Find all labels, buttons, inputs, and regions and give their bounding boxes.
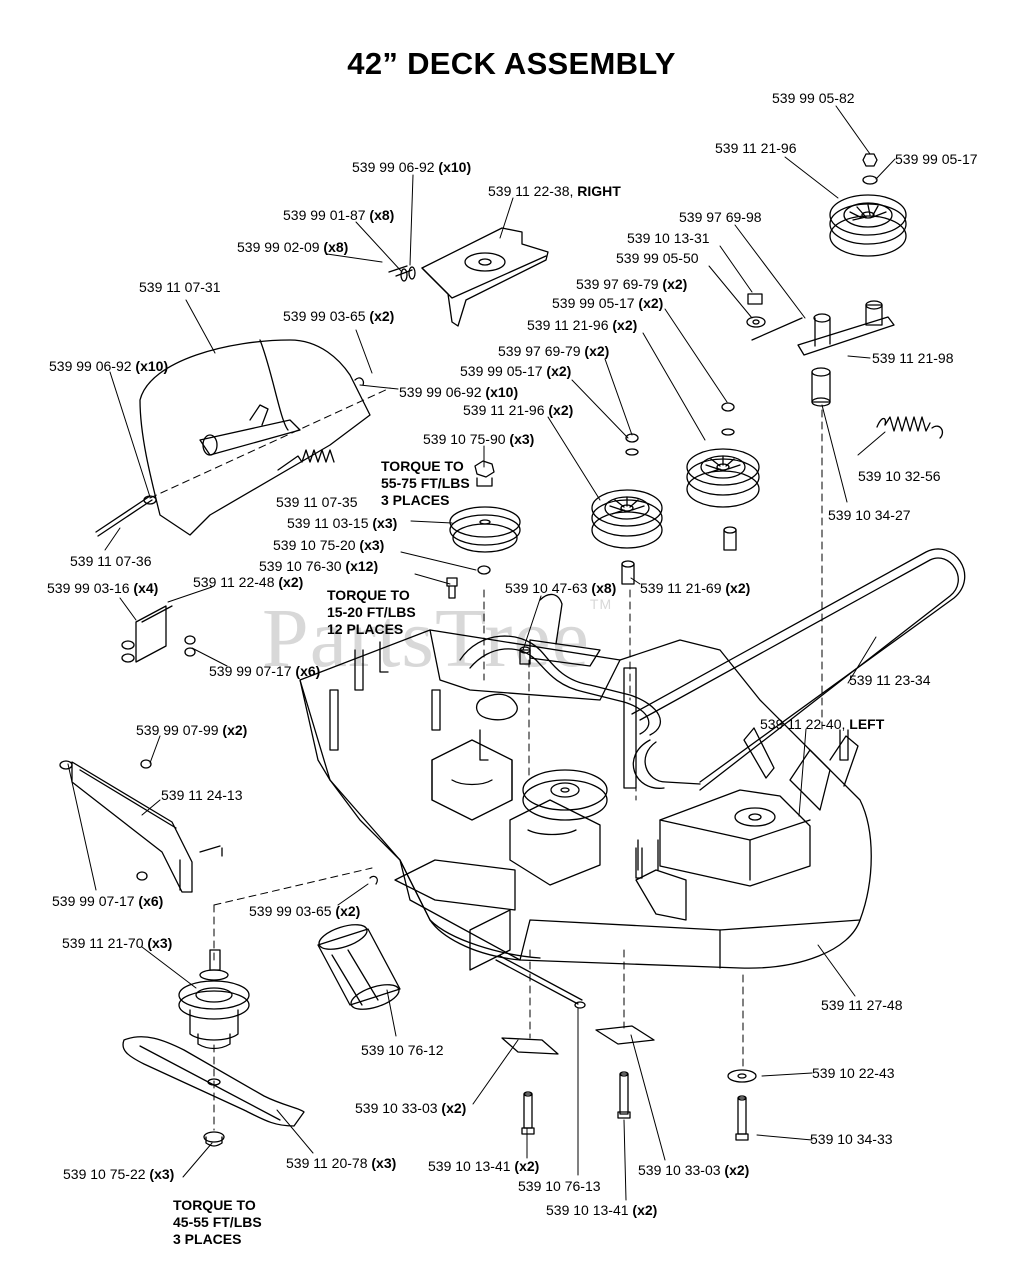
discharge-chute (139, 339, 371, 536)
deck-pulley-left (591, 433, 663, 585)
callout-539-11-03-15: 539 11 03-15 (x3) (287, 515, 398, 531)
chute-spring (277, 449, 335, 471)
callout-539-11-22-48: 539 11 22-48 (x2) (193, 574, 304, 590)
callout-539-99-03-65-lower: 539 99 03-65 (x2) (249, 903, 361, 919)
pivot-plate-right (595, 1025, 655, 1045)
callout-539-99-03-65-top: 539 99 03-65 (x2) (283, 308, 395, 324)
anti-scalp-roller (317, 924, 401, 1010)
mower-deck (299, 593, 872, 971)
callout-539-10-75-20: 539 10 75-20 (x3) (273, 537, 385, 553)
callout-539-11-22-40-left: 539 11 22-40, LEFT (760, 716, 885, 732)
watermark-tm: TM (589, 596, 613, 612)
chute-rod (95, 495, 157, 537)
callout-539-10-13-31: 539 10 13-31 (627, 230, 710, 246)
callout-539-11-07-31: 539 11 07-31 (139, 279, 221, 295)
callout-539-10-13-41-upper: 539 10 13-41 (x2) (428, 1158, 540, 1174)
callout-539-99-01-87: 539 99 01-87 (x8) (283, 207, 395, 223)
callout-539-99-07-99: 539 99 07-99 (x2) (136, 722, 248, 738)
callout-539-10-33-03-right: 539 10 33-03 (x2) (638, 1162, 750, 1178)
watermark: PartsTreeTM (262, 590, 612, 687)
callout-539-99-05-17-lower: 539 99 05-17 (x2) (460, 363, 572, 379)
callout-539-11-21-96: 539 11 21-96 (715, 140, 797, 156)
callout-539-99-05-82: 539 99 05-82 (772, 90, 855, 106)
callout-539-99-02-09: 539 99 02-09 (x8) (237, 239, 349, 255)
callout-539-97-69-79-upper: 539 97 69-79 (x2) (576, 276, 688, 292)
callout-539-10-75-90: 539 10 75-90 (x3) (423, 431, 535, 447)
diagram-title: 42” DECK ASSEMBLY (347, 46, 676, 81)
callout-539-11-21-96-lower: 539 11 21-96 (x2) (463, 402, 574, 418)
rear-washer (727, 1069, 757, 1083)
assembly-lines (149, 387, 823, 1131)
callout-539-99-03-16: 539 99 03-16 (x4) (47, 580, 159, 596)
callout-539-11-21-96-upper: 539 11 21-96 (x2) (527, 317, 638, 333)
callout-539-99-06-92-left: 539 99 06-92 (x10) (49, 358, 169, 374)
leader-lines (67, 105, 896, 1201)
center-pulley (449, 460, 521, 575)
callout-539-11-21-69: 539 11 21-69 (x2) (640, 580, 751, 596)
callout-539-10-76-13: 539 10 76-13 (518, 1178, 601, 1194)
callout-539-97-69-98: 539 97 69-98 (679, 209, 762, 225)
callout-539-10-34-33: 539 10 34-33 (810, 1131, 893, 1147)
callout-539-10-47-63: 539 10 47-63 (x8) (505, 580, 617, 596)
callout-539-11-07-35: 539 11 07-35 (276, 494, 358, 510)
callout-539-10-34-27: 539 10 34-27 (828, 507, 911, 523)
callout-539-99-05-17: 539 99 05-17 (895, 151, 978, 167)
blade-washer (203, 1131, 225, 1147)
deck-pulley-right (686, 402, 760, 551)
deck-rod (495, 955, 586, 1009)
bracket-pair (121, 605, 196, 663)
callout-539-11-24-13: 539 11 24-13 (161, 787, 243, 803)
pivot-pin-left (521, 1091, 535, 1135)
front-baffle (59, 759, 223, 893)
callout-539-99-06-92-top: 539 99 06-92 (x10) (352, 159, 472, 175)
rear-pin (735, 1095, 749, 1141)
tension-spring (876, 416, 944, 439)
callout-539-10-22-43: 539 10 22-43 (812, 1065, 895, 1081)
callout-539-10-75-22: 539 10 75-22 (x3) (63, 1166, 175, 1182)
callout-539-99-07-17-lower: 539 99 07-17 (x6) (52, 893, 164, 909)
blade-spindle (178, 949, 250, 1050)
mower-blade (122, 1036, 305, 1127)
callout-539-11-23-34: 539 11 23-34 (849, 672, 931, 688)
pivot-plate-left (501, 1037, 559, 1055)
drive-belt (631, 548, 966, 791)
callout-539-10-76-12: 539 10 76-12 (361, 1042, 444, 1058)
callout-539-11-07-36: 539 11 07-36 (70, 553, 152, 569)
callout-539-11-20-78: 539 11 20-78 (x3) (286, 1155, 397, 1171)
callout-539-97-69-79-lower: 539 97 69-79 (x2) (498, 343, 610, 359)
callout-539-11-27-48: 539 11 27-48 (821, 997, 903, 1013)
callout-539-99-07-17-upper: 539 99 07-17 (x6) (209, 663, 321, 679)
callout-539-99-05-50: 539 99 05-50 (616, 250, 699, 266)
idler-pulley-top-right (746, 153, 907, 407)
callout-539-10-32-56: 539 10 32-56 (858, 468, 941, 484)
callout-539-10-33-03-left: 539 10 33-03 (x2) (355, 1100, 467, 1116)
belt-cover-right (388, 227, 549, 327)
torque-bolt (446, 577, 458, 599)
callout-539-11-21-70: 539 11 21-70 (x3) (62, 935, 173, 951)
callout-539-99-05-17-upper: 539 99 05-17 (x2) (552, 295, 664, 311)
callout-539-11-21-98: 539 11 21-98 (872, 350, 954, 366)
callout-539-99-06-92-mid: 539 99 06-92 (x10) (399, 384, 519, 400)
callout-539-10-76-30: 539 10 76-30 (x12) (259, 558, 379, 574)
callout-539-10-13-41-lower: 539 10 13-41 (x2) (546, 1202, 658, 1218)
watermark-text: PartsTree (262, 592, 590, 685)
callout-539-11-22-38-right: 539 11 22-38, RIGHT (488, 183, 621, 199)
pivot-pin-right (617, 1071, 631, 1119)
